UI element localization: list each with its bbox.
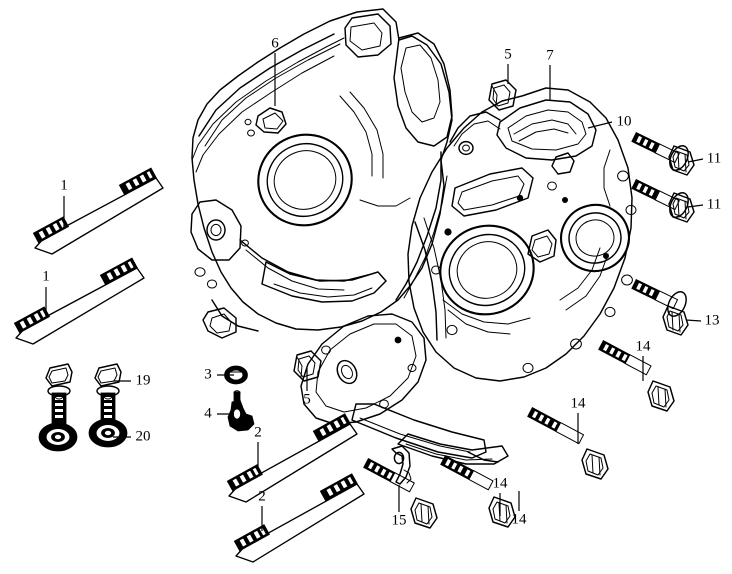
callout-number: 19 — [136, 372, 151, 388]
callout-5-dowel-pin-5-lower: 5 — [303, 368, 311, 407]
callout-number: 13 — [705, 312, 720, 328]
callout-1-crankcase-stud-long-lower: 1 — [42, 268, 50, 318]
crankcase-stud-short-upper — [226, 413, 358, 503]
callout-number: 15 — [392, 512, 407, 528]
flange-bolt-14-mid — [527, 407, 609, 480]
flange-bolt-19-left — [45, 363, 73, 426]
callout-number: 10 — [617, 113, 632, 129]
callout-number: 14 — [571, 395, 587, 411]
oil-jet-pin-4 — [227, 390, 255, 432]
callout-10-crankcase-cover-10: 10 — [587, 113, 632, 129]
callout-11-flange-bolt-11-upper: 11 — [687, 150, 721, 166]
callout-leader-line — [687, 204, 704, 208]
callout-4-oil-jet-pin-4: 4 — [204, 405, 234, 421]
flange-bolt-14-right — [598, 340, 675, 412]
callout-15-cable-hook-bracket-15: 15 — [392, 485, 407, 528]
flange-bolt-13 — [631, 278, 689, 336]
callout-number: 2 — [254, 424, 262, 440]
callout-14-flange-bolt-14-right: 14 — [636, 338, 652, 381]
callout-14-flange-bolt-14-lower: 14 — [493, 475, 509, 516]
crankcase-stud-long-lower — [13, 257, 145, 345]
callout-leader-line — [685, 319, 702, 322]
callout-3-oil-seal-ring-3: 3 — [204, 366, 234, 382]
crankcase-stud-long-upper — [32, 167, 164, 255]
callout-14-flange-bolt-14-mid: 14 — [571, 395, 587, 444]
callout-2-crankcase-stud-short-lower: 2 — [258, 488, 266, 531]
crankcase-cover — [496, 99, 597, 175]
callout-19-flange-bolt-19: 19 — [113, 372, 151, 388]
callout-7-right-crankcase-half-7: 7 — [546, 47, 554, 100]
callout-number: 14 — [493, 475, 509, 491]
cable-hook-bracket-15 — [391, 445, 412, 485]
callout-number: 3 — [204, 366, 212, 382]
flange-bolt-19-right — [94, 363, 122, 426]
flange-bolt-11-lower — [631, 178, 695, 223]
callout-number: 1 — [60, 177, 68, 193]
callout-number: 1 — [42, 268, 50, 284]
callout-20-washer-nut-20: 20 — [113, 428, 151, 444]
oil-seal-ring-3 — [224, 365, 248, 385]
right-crankcase-half — [407, 87, 637, 382]
callout-number: 4 — [204, 405, 212, 421]
callout-number: 7 — [546, 47, 554, 63]
flange-bolt-11-upper — [631, 131, 695, 176]
washer-nut-20-left — [38, 422, 78, 452]
callout-number: 6 — [271, 35, 279, 51]
callout-13-flange-bolt-13: 13 — [685, 312, 720, 328]
callout-number: 14 — [636, 338, 652, 354]
callout-2-crankcase-stud-short-upper: 2 — [254, 424, 262, 468]
callout-number: 11 — [707, 196, 721, 212]
callout-leader-line — [687, 158, 704, 163]
flange-bolt-14-lower — [440, 455, 516, 528]
callout-6-left-crankcase-half-6: 6 — [271, 35, 279, 106]
callout-1-crankcase-stud-long-upper: 1 — [60, 177, 68, 228]
dowel-pin-5-lower — [293, 350, 322, 382]
left-crankcase-half — [190, 8, 453, 339]
callout-14-flange-bolt-14-bottom: 14 — [512, 491, 528, 527]
callout-number: 5 — [504, 46, 512, 62]
washer-nut-20-right — [88, 418, 128, 448]
callout-11-flange-bolt-11-lower: 11 — [687, 196, 721, 212]
callout-number: 5 — [303, 391, 311, 407]
callout-number: 20 — [136, 428, 151, 444]
crankcase-stud-short-lower — [233, 473, 365, 563]
callout-5-dowel-pin-5-upper: 5 — [504, 46, 512, 84]
callout-number: 11 — [707, 150, 721, 166]
callout-number: 14 — [512, 511, 528, 527]
callout-number: 2 — [258, 488, 266, 504]
callout-leader-line — [587, 121, 613, 129]
dowel-pin-5-upper — [488, 79, 517, 111]
